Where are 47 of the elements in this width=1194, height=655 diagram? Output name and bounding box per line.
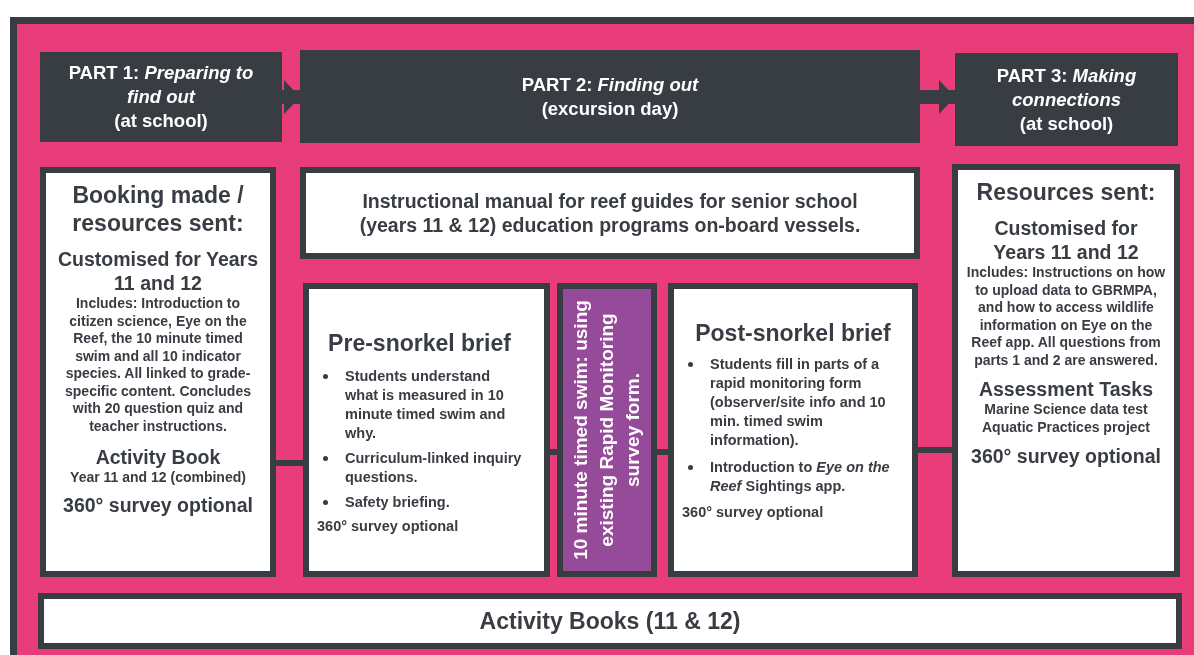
phase-header (40, 52, 282, 142)
resource-card (40, 167, 276, 577)
brief-card (668, 283, 918, 577)
heading: Booking made / resources sent: (71, 181, 245, 237)
note-text: 360° survey optional (317, 518, 459, 534)
resource-card (952, 164, 1180, 577)
header-text: PART 3: Making connections (995, 63, 1138, 112)
body-text: Includes: Instructions on how to upload data to GBRMPA, and how to access wildlife information on Eye on the Reef app. All questions from parts 1 and 2 are answered. (966, 264, 1166, 369)
brief-card (303, 283, 550, 577)
manual-box (300, 167, 920, 259)
bullet-point: Safety briefing. (345, 493, 451, 512)
subheading: 360° survey optional (971, 444, 1161, 468)
connector-line (550, 449, 557, 455)
body-text: Marine Science data test (984, 401, 1148, 419)
subheading: 360° survey optional (63, 492, 253, 517)
activity-books-bar (38, 593, 1182, 649)
arrow (282, 80, 300, 114)
body-text: Aquatic Practices project (981, 418, 1151, 436)
bullet-point: Students understand what is measured in 10 minute timed swim and why. (345, 367, 507, 443)
heading: Resources sent: (976, 178, 1156, 206)
phase-header (955, 53, 1178, 146)
header-text: (at school) (114, 109, 208, 133)
connector-line (276, 460, 303, 466)
body-text: Includes: Introduction to citizen science, Eye on the Reef, the 10 minute timed swim and all 10 indicator species. All linked to grade-specific content. Concludes with 20 question quiz and teacher instructions. (64, 295, 252, 435)
bullet-point: Introduction to Eye on the Reef Sightings app. (710, 458, 891, 496)
heading: Post-snorkel brief (695, 319, 891, 347)
bullet-point: Curriculum-linked inquiry questions. (345, 449, 522, 487)
header-text: PART 2: Finding out (521, 72, 699, 97)
heading: Activity Books (11 & 12) (479, 607, 741, 635)
header-text: PART 1: Preparing to find out (68, 61, 254, 109)
activity-box (557, 283, 657, 577)
subheading: Customised for Years 11 and 12 (992, 216, 1140, 264)
description-text: Instructional manual for reef guides for senior school (years 11 & 12) education programs on-board vessels. (358, 189, 862, 237)
arrow (920, 80, 955, 114)
heading: Pre-snorkel brief (328, 329, 511, 357)
header-text: (at school) (1019, 111, 1114, 136)
phase-header (300, 50, 920, 143)
note-text: 360° survey optional (682, 504, 824, 520)
subheading: Customised for Years 11 and 12 (56, 247, 260, 295)
bullet-point: Students fill in parts of a rapid monitoring form (observer/site info and 10 min. timed swim information). (710, 355, 887, 450)
vertical-text: 10 minute timed swim: using existing Rapid Monitoring survey form. (569, 299, 644, 562)
subheading: Assessment Tasks (978, 377, 1154, 401)
subheading: Activity Book (95, 445, 221, 469)
header-text: (excursion day) (541, 96, 679, 121)
body-text: Year 11 and 12 (combined) (70, 469, 246, 487)
connector-line (657, 449, 668, 455)
connector-line (918, 447, 952, 453)
